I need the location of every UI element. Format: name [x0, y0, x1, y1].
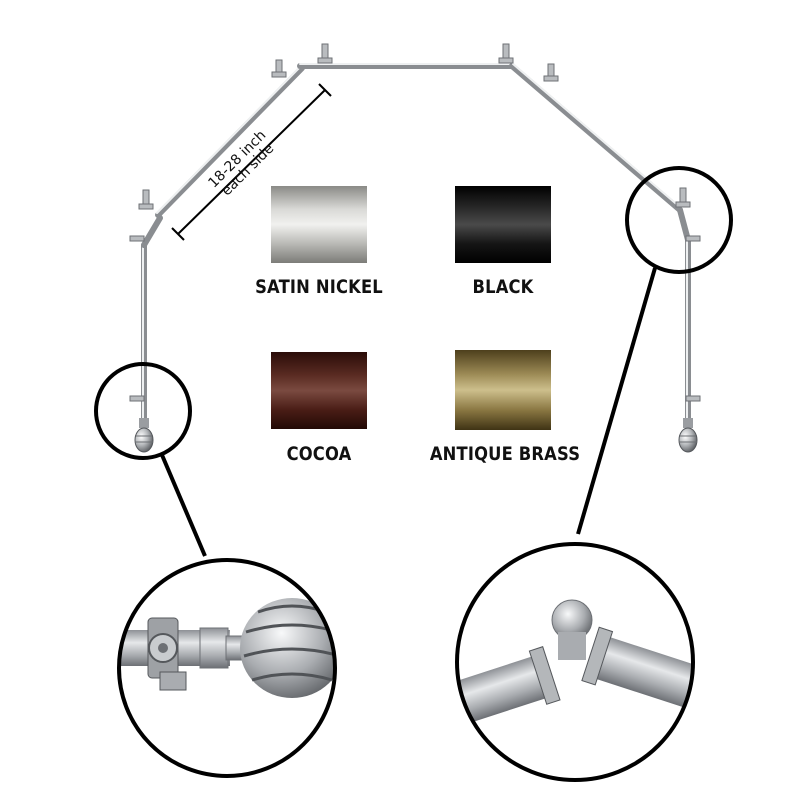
label-antique-brass: ANTIQUE BRASS [429, 443, 581, 465]
label-black: BLACK [472, 276, 534, 298]
measurement-indicator [171, 83, 332, 241]
small-finial-right [678, 418, 698, 453]
elbow-joint-closeup [457, 544, 693, 780]
label-satin-nickel: SATIN NICKEL [255, 276, 383, 298]
swatch-cocoa [271, 352, 367, 429]
label-cocoa: COCOA [286, 443, 352, 465]
detail-circle-left [117, 558, 337, 778]
swatch-antique-brass [455, 350, 551, 430]
callout-circle-right [625, 166, 733, 274]
swatch-black [455, 186, 551, 263]
callout-connector-left [160, 454, 207, 557]
rod-brackets [129, 43, 701, 402]
callout-circle-left [94, 362, 192, 460]
bay-window-rod [141, 63, 691, 428]
small-finial-left [134, 418, 154, 453]
detail-circle-right [455, 542, 695, 782]
callout-connector-right [576, 267, 657, 535]
swatch-satin-nickel [271, 186, 367, 263]
finial-closeup [119, 560, 335, 776]
